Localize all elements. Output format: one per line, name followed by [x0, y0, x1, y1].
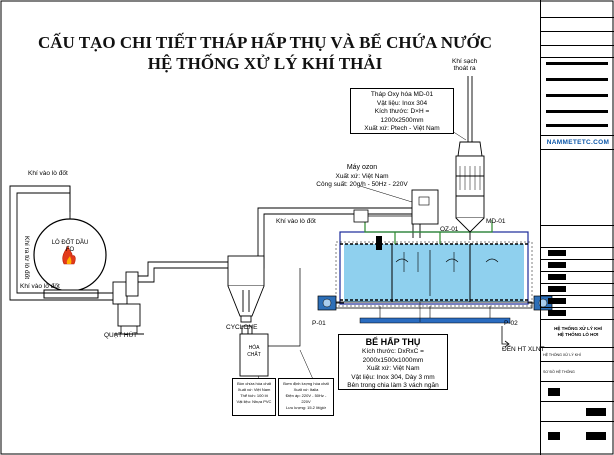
- duct-label: Khí vào lò đốt: [276, 218, 316, 225]
- tb-bar: [546, 62, 608, 65]
- cyclone: [227, 255, 265, 323]
- title-block-cell: [541, 46, 614, 58]
- title-block-cell: [541, 308, 614, 320]
- tower-spec-line: Vật liệu: Inox 304: [376, 99, 428, 107]
- flame-icon: [62, 245, 76, 265]
- title-block-cell: [541, 284, 614, 296]
- furnace: [33, 218, 107, 299]
- tb-bar: [586, 408, 606, 416]
- dosing-spec-line: Bơm định lượng hóa chất: [283, 381, 329, 386]
- clean-air-label: Khí sạch thoát ra: [452, 58, 478, 72]
- title-block-cell: [541, 226, 614, 248]
- diffuser-icon: [376, 236, 382, 250]
- tb-bar: [546, 94, 608, 97]
- ozone-spec-line: Máy ozon: [346, 164, 378, 171]
- title-block-cell: [541, 248, 614, 260]
- outlet-arrow-icon: [504, 340, 510, 348]
- chem-spec-line: Vật liệu: Nhựa PVC: [236, 399, 272, 404]
- title-block-grid: [541, 58, 614, 136]
- oxidation-tower: [455, 76, 485, 240]
- title-block-cell: [541, 402, 614, 422]
- tower-spec-box: Tháp Oxy hóa MD-01 Vật liệu: Inox 304 Kí…: [350, 88, 454, 134]
- tower-label: MD-01: [486, 218, 506, 225]
- tb-bar: [548, 388, 560, 396]
- ozone-generator-label: OZ-01: [440, 226, 459, 233]
- furnace-inlet-label-bottom: Khí vào lò đốt: [20, 283, 60, 290]
- pump-p02-label: P-02: [504, 320, 518, 327]
- tower-spec-line: Kích thước: D×H = 1200x2500mm: [374, 108, 430, 124]
- tank-spec-line: Kích thước: DxRxC = 2000x1500x1000mm: [362, 348, 424, 364]
- tb-bar: [546, 78, 608, 81]
- dosing-pump-spec-box: Bơm định lượng hóa chất Xuất xứ: Italia …: [278, 378, 334, 416]
- project-name: HỆ THỐNG XỬ LÝ KHÍ HỆ THỐNG LÒ HƠI: [541, 320, 614, 348]
- drawing-name: HỆ THỐNG XỬ LÝ KHÍ: [541, 348, 614, 362]
- cyclone-label: CYCLONE: [226, 324, 258, 331]
- chem-tank-spec-box: Bồn chứa hóa chất Xuất xứ: Việt Nam Thể …: [232, 378, 276, 416]
- brand-name: NAMMETETC.COM: [541, 136, 614, 150]
- title-block: NAMMETETC.COM HỆ THỐNG XỬ LÝ KHÍ HỆ THỐN…: [540, 0, 614, 455]
- tb-bar: [548, 286, 566, 292]
- tb-bar: [548, 262, 566, 268]
- pump-p01-label: P-01: [312, 320, 326, 327]
- title-block-cell: [541, 296, 614, 308]
- tb-bar: [548, 250, 566, 256]
- chem-spec-line: Thể tích: 100 lít: [240, 393, 268, 398]
- tb-bar: [586, 432, 606, 440]
- title-block-cell: [541, 32, 614, 46]
- furnace-label: LÒ ĐỐT DẦU FO: [51, 240, 89, 253]
- ozone-spec-line: Xuất xứ: Việt Nam: [335, 172, 389, 180]
- sheet-name: SƠ ĐỒ HỆ THỐNG: [541, 362, 614, 382]
- dosing-spec-line: Xuất xứ: Italia: [293, 387, 319, 392]
- tank-spec-line: Vật liệu: Inox 304, Dày 3 mm: [351, 373, 435, 381]
- chem-spec-line: Xuất xứ: Việt Nam: [237, 387, 271, 392]
- ozone-generator: [353, 189, 439, 250]
- dosing-spec-line: Lưu lượng: 15.2 lít/giờ: [286, 405, 326, 410]
- flame-core-icon: [66, 256, 72, 264]
- ozone-spec-box: Máy ozon Xuất xứ: Việt Nam Công suất: 20…: [310, 162, 414, 196]
- diagram-subtitle: HỆ THỐNG XỬ LÝ KHÍ THẢI: [147, 54, 383, 73]
- tower-spec-line: Tháp Oxy hóa MD-01: [370, 91, 434, 98]
- title-block-cell: [541, 272, 614, 284]
- fan-label: QUẠT HÚT: [104, 332, 138, 339]
- title-block-cell: [541, 260, 614, 272]
- tb-bar: [546, 110, 608, 113]
- outlet-label: ĐẾN HT XLNT: [502, 346, 545, 353]
- tb-bar: [548, 310, 566, 316]
- tb-bar: [546, 124, 608, 127]
- tb-bar: [548, 298, 566, 304]
- ozone-line: [364, 220, 493, 244]
- furnace-inlet-label-top: Khí vào lò đốt: [28, 170, 68, 177]
- title-block-cell: [541, 18, 614, 32]
- tb-bar: [548, 432, 560, 440]
- company-info-cell: [541, 150, 614, 226]
- exhaust-fan: [112, 271, 144, 335]
- pump-p01: [317, 295, 344, 311]
- chem-spec-line: Bồn chứa hóa chất: [237, 381, 271, 386]
- title-block-cell: [541, 0, 614, 18]
- furnace-outlet-label: Khí ra từ lò đốt: [23, 236, 30, 280]
- ozone-spec-line: Công suất: 20g/h - 50Hz - 220V: [316, 181, 408, 188]
- tank-title: BỂ HẤP THỤ: [365, 337, 421, 347]
- tower-spec-line: Xuất xứ: Ptech - Việt Nam: [364, 125, 440, 132]
- tank-spec-box: BỂ HẤP THỤ Kích thước: DxRxC = 2000x1500…: [338, 334, 448, 390]
- tb-bar: [548, 274, 566, 280]
- chemical-tank: [239, 268, 301, 377]
- dosing-spec-line: Điện áp: 220V - 50Hz - 220V: [285, 393, 327, 404]
- absorption-tank: [335, 231, 533, 324]
- tank-spec-line: Xuất xứ: Việt Nam: [366, 365, 420, 372]
- chemical-label: HÓA CHẤT: [247, 345, 261, 358]
- tank-spec-line: Bên trong chia làm 3 vách ngăn: [347, 382, 439, 389]
- diagram-title: CẤU TẠO CHI TIẾT THÁP HẤP THỤ VÀ BỂ CHỨA…: [37, 33, 493, 52]
- title-block-cell: [541, 382, 614, 402]
